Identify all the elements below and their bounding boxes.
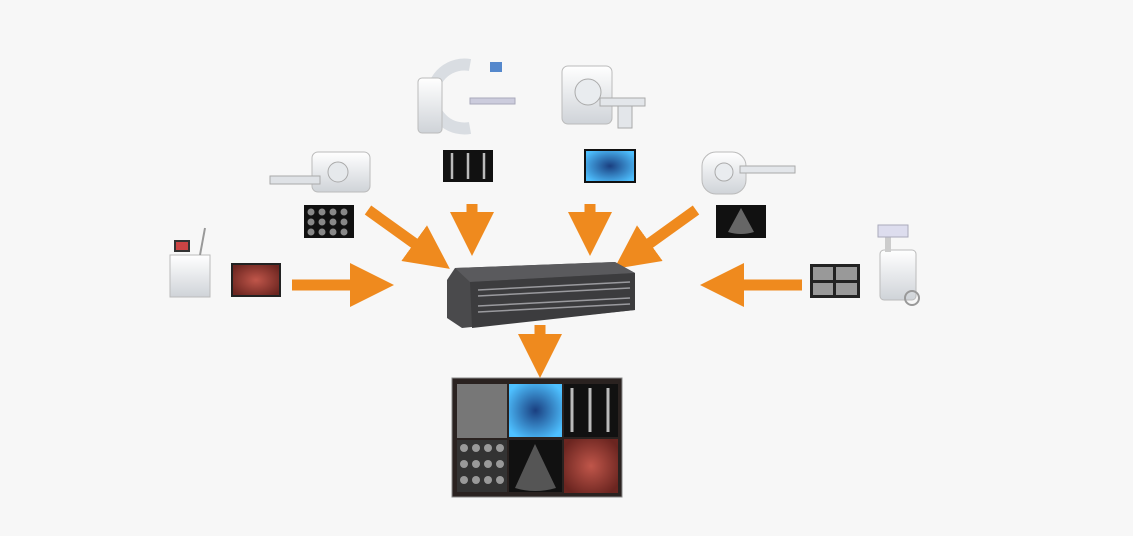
endoscopy-image-icon xyxy=(231,263,281,297)
leg-bones-xray-icon xyxy=(443,150,493,182)
network-switch-icon xyxy=(447,262,635,328)
mri-scanner-icon xyxy=(561,65,646,129)
multi-modality-monitor-icon xyxy=(451,377,623,498)
chest-xray-icon xyxy=(584,149,636,183)
pet-ct-scanner-icon xyxy=(269,151,371,193)
ultrasound-fan xyxy=(728,208,754,234)
ct-scanner-icon xyxy=(701,151,796,195)
arrow-ct-to-switch xyxy=(614,205,700,269)
mobile-xray-icon xyxy=(877,224,920,306)
arrow-pet-ct-to-switch xyxy=(364,205,450,269)
ultrasound-thumbs xyxy=(813,267,857,295)
c-arm-icon xyxy=(417,58,516,135)
endoscopy-cart-icon xyxy=(169,227,211,298)
mri-brain-grid-icon xyxy=(304,205,354,238)
